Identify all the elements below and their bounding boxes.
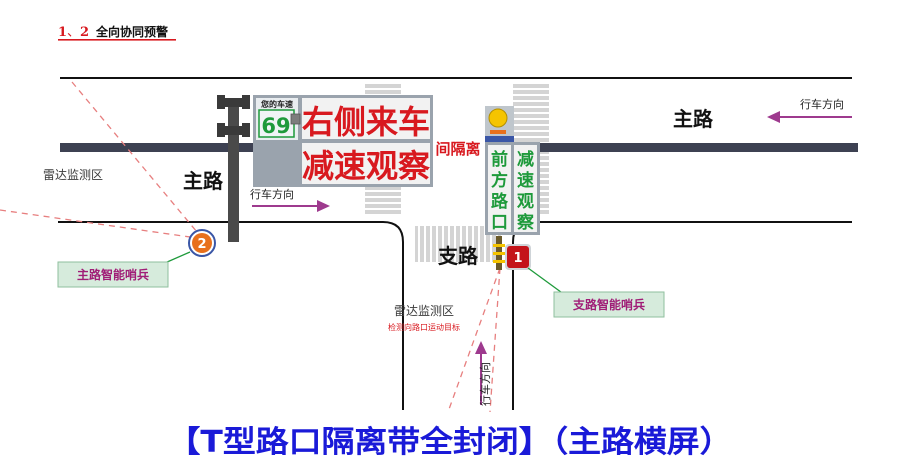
radar-lines <box>0 81 501 413</box>
footer-caption: 【T型路口隔离带全封闭】（主路横屏） <box>168 425 733 460</box>
main-sentinel-pole <box>217 95 250 242</box>
radar-line-bottom-2 <box>489 267 501 413</box>
warning-lamp-icon <box>488 108 508 128</box>
radar-bottom-zone-sub: 检测向路口运动目标 <box>388 322 460 332</box>
branch-sign-col-1-panel <box>488 145 511 232</box>
speed-caption: 您的车速 <box>261 99 293 109</box>
branch-sentinel-badge-number: 1 <box>513 251 522 266</box>
radar-line-bottom-1 <box>447 267 501 413</box>
branch-road-label: 支路 <box>438 244 479 268</box>
header-number-1: 1 <box>58 25 67 40</box>
radar-line-left-2 <box>0 209 198 239</box>
branch-sentinel-badge: 1 <box>505 244 531 270</box>
direction-branch-up-arrowhead <box>475 341 487 354</box>
sentinel-pole <box>228 100 239 242</box>
main-road-bottom-edge-west <box>58 221 404 410</box>
radar-bottom-zone-label: 雷达监测区 <box>394 304 454 318</box>
direction-main-left-label: 行车方向 <box>250 187 294 201</box>
branch-sign-col2-char-1: 减 <box>517 149 534 170</box>
direction-main-right: 行车方向 <box>767 97 852 123</box>
main-sentinel-badge-number: 2 <box>197 237 206 252</box>
main-sentinel-badge: 2 <box>188 229 216 257</box>
branch-sign-col2-char-3: 观 <box>516 192 534 212</box>
main-road-label-right: 主路 <box>673 107 714 131</box>
direction-branch-up: 行车方向 <box>475 341 492 406</box>
sign-line-1-panel <box>302 98 430 139</box>
direction-main-left: 行车方向 <box>250 187 330 212</box>
sign-line-1: 右侧来车 <box>302 103 430 141</box>
main-warning-sign: 您的车速 69 右侧来车 减速观察 间隔离 <box>253 95 485 187</box>
branch-sign-col-2-panel <box>514 145 537 232</box>
branch-sign-col1-char-3: 路 <box>491 191 509 212</box>
radar-line-left-1 <box>71 81 198 233</box>
main-road-label-left: 主路 <box>183 169 224 193</box>
hidden-text: 间隔离 <box>435 140 480 158</box>
pole-head-upper <box>221 98 246 107</box>
sign-camera-icon <box>290 113 301 125</box>
radar-left-zone-label: 雷达监测区 <box>43 168 103 182</box>
branch-sentinel-label-box <box>553 291 665 318</box>
branch-sentinel-label: 支路智能哨兵 <box>572 297 645 312</box>
branch-sign-col1-char-4: 口 <box>491 213 508 233</box>
sign-line-2-panel <box>302 143 430 184</box>
branch-sign-col1-char-1: 前 <box>491 149 508 170</box>
header: 1 、 2 全向协同预警 <box>58 24 176 41</box>
branch-warning-sign: 前 方 路 口 减 速 观 察 <box>485 106 540 270</box>
direction-main-right-arrowhead <box>767 111 780 123</box>
branch-sign-col2-char-4: 察 <box>516 212 535 233</box>
main-sentinel-label: 主路智能哨兵 <box>77 267 149 282</box>
header-separator: 、 <box>67 25 80 40</box>
hidden-text-panel <box>433 136 485 160</box>
branch-sign-col1-char-2: 方 <box>491 170 508 191</box>
main-sentinel-label-box <box>57 261 169 288</box>
pole-head-lower <box>221 126 246 135</box>
branch-sign-col2-char-2: 速 <box>517 170 534 191</box>
header-title: 全向协同预警 <box>95 24 168 39</box>
direction-main-left-arrowhead <box>317 200 330 212</box>
direction-main-right-label: 行车方向 <box>800 97 844 111</box>
direction-branch-up-label: 行车方向 <box>478 362 492 406</box>
speed-value: 69 <box>261 114 290 138</box>
sign-line-2: 减速观察 <box>302 147 430 185</box>
branch-sentinel-callout-line <box>527 267 566 296</box>
header-underline <box>58 39 176 41</box>
header-number-2: 2 <box>80 25 89 40</box>
